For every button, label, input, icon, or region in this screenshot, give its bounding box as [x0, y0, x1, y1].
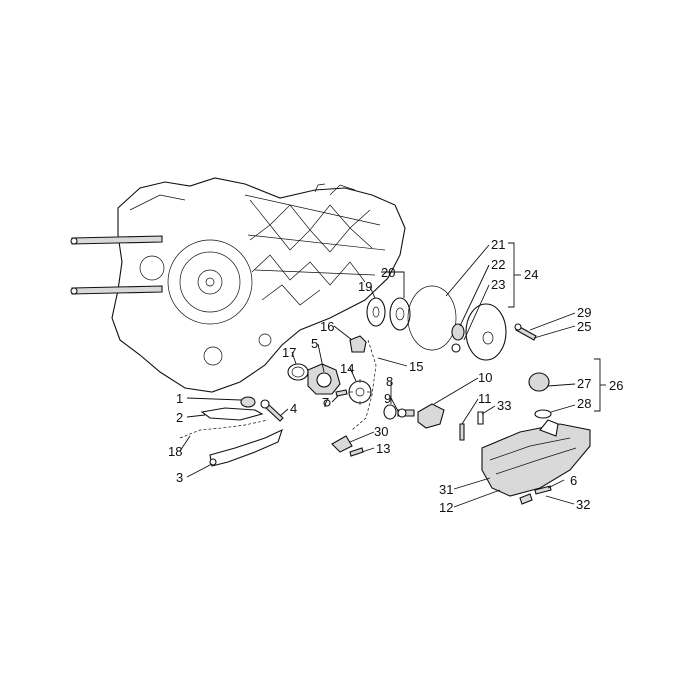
callout-21: 21 [491, 237, 505, 252]
callout-16: 16 [320, 319, 334, 334]
callout-6: 6 [570, 473, 577, 488]
callout-23: 23 [491, 277, 505, 292]
callout-8: 8 [386, 374, 393, 389]
callout-19: 19 [358, 279, 372, 294]
callout-28: 28 [577, 396, 591, 411]
callout-5: 5 [311, 336, 318, 351]
oil-pump-parts [287, 335, 445, 457]
callout-20: 20 [381, 265, 395, 280]
callout-4: 4 [290, 401, 297, 416]
callout-11: 11 [478, 391, 492, 406]
crankcase-drawing [70, 177, 406, 393]
callout-12: 12 [439, 500, 453, 515]
sump-parts [459, 372, 591, 505]
callout-26: 26 [609, 378, 623, 393]
callout-3: 3 [176, 470, 183, 485]
callout-7: 7 [322, 395, 329, 410]
cover-parts [366, 285, 537, 361]
callout-13: 13 [376, 441, 390, 456]
callout-32: 32 [576, 497, 590, 512]
callout-18: 18 [168, 444, 182, 459]
callout-25: 25 [577, 319, 591, 334]
chain-guide-parts [179, 396, 284, 467]
callout-10: 10 [478, 370, 492, 385]
callout-33: 33 [497, 398, 511, 413]
callout-24: 24 [524, 267, 538, 282]
callout-31: 31 [439, 482, 453, 497]
callout-22: 22 [491, 257, 505, 272]
callout-labels: 1 2 3 4 5 6 7 8 9 10 11 12 13 14 15 16 1… [168, 237, 623, 515]
callout-1: 1 [176, 391, 183, 406]
callout-27: 27 [577, 376, 591, 391]
callout-17: 17 [282, 345, 296, 360]
callout-9: 9 [384, 391, 391, 406]
callout-30: 30 [374, 424, 388, 439]
callout-15: 15 [409, 359, 423, 374]
callout-29: 29 [577, 305, 591, 320]
callout-14: 14 [340, 361, 354, 376]
callout-2: 2 [176, 410, 183, 425]
leader-lines [179, 242, 606, 508]
